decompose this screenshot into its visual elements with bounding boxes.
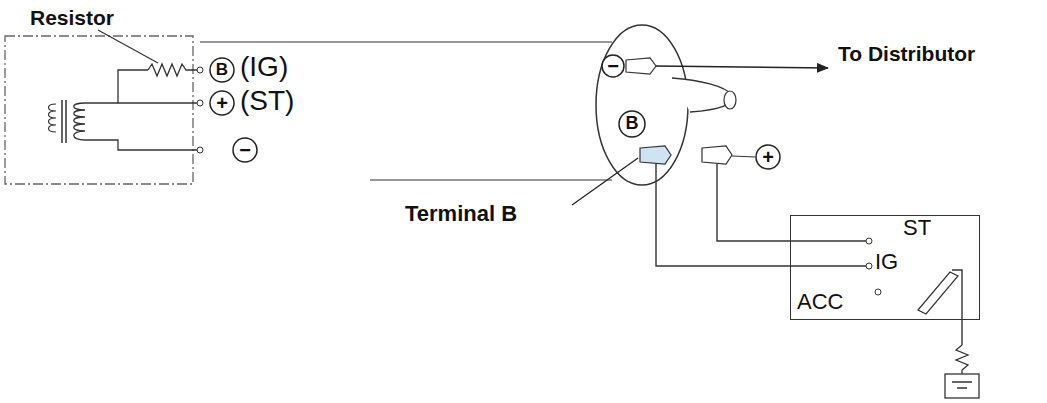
- terminal-circle: [619, 111, 645, 137]
- switch-position: ACC: [797, 290, 843, 314]
- terminal-circle: [756, 145, 780, 169]
- terminal-mark: −: [607, 55, 619, 77]
- switch-position: ST: [903, 216, 931, 240]
- connector-stub: [724, 91, 736, 109]
- terminal-circle: [210, 91, 234, 115]
- terminal-mark: +: [216, 92, 228, 114]
- switch-position: IG: [875, 250, 898, 274]
- terminal-dot: [197, 100, 203, 106]
- spade-terminal: [640, 146, 671, 164]
- zoom-line: [200, 41, 612, 42]
- leader-line: [572, 158, 638, 205]
- leader-line: [98, 30, 158, 63]
- switch-contact: [875, 289, 881, 295]
- part-name: Resistor: [30, 6, 114, 29]
- battery-symbol: [945, 374, 979, 398]
- resistor-symbol: [148, 64, 198, 76]
- fuse-symbol: [956, 345, 968, 374]
- spade-terminal: [702, 146, 732, 164]
- ignition-switch-box: STIG ACC: [790, 215, 980, 320]
- terminal-circle: [602, 55, 624, 77]
- terminal-mark: B: [626, 114, 639, 134]
- battery-plate: [952, 381, 972, 383]
- primary-coil: [74, 103, 85, 140]
- connector-stub: [672, 78, 733, 112]
- switch-contact: [866, 238, 872, 244]
- terminal-wire: [732, 156, 755, 157]
- terminal-dot: [197, 67, 203, 73]
- terminal-mark: B: [216, 61, 228, 80]
- coil-core: [61, 100, 63, 143]
- terminal-name: (ST): [240, 86, 294, 117]
- coil-housing: [5, 36, 193, 184]
- switch-blade: [918, 272, 958, 314]
- terminal-circle: [210, 58, 234, 82]
- output-arrow: [656, 66, 828, 68]
- terminal-mark: +: [762, 146, 774, 168]
- terminal-name: (IG): [240, 52, 288, 83]
- part-name: To Distributor: [838, 42, 988, 65]
- part-name: Terminal B: [405, 202, 517, 226]
- switch-contact: [866, 263, 872, 269]
- terminal-dot: [197, 147, 203, 153]
- spade-terminal: [626, 58, 656, 74]
- zoom-line: [370, 179, 612, 180]
- coil-core: [65, 100, 67, 143]
- battery-plate: [957, 387, 967, 389]
- connector-body: [596, 25, 688, 185]
- secondary-coil: [49, 104, 57, 132]
- st-wire: [717, 164, 866, 241]
- terminal-circle: [233, 138, 257, 162]
- internal-wire: [118, 70, 198, 103]
- terminal-mark: −: [239, 139, 251, 161]
- battery-wire: [952, 270, 962, 345]
- internal-wire: [85, 103, 198, 150]
